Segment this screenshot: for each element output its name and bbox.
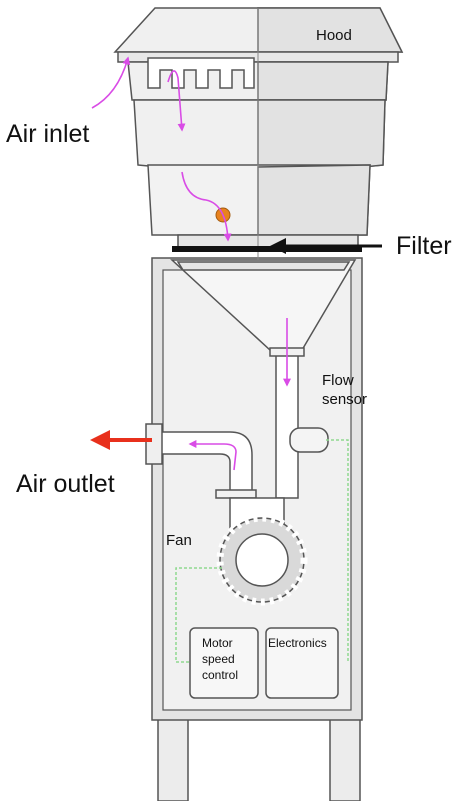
flow-sensor-label-line2: sensor	[322, 391, 368, 408]
motor-label-line3: control	[202, 668, 239, 682]
electronics-box	[265, 627, 339, 699]
flow-sensor-label-line1: Flow	[322, 372, 354, 389]
inlet-baffles	[147, 57, 255, 89]
left-leg	[157, 717, 189, 801]
fan-label: Fan	[166, 532, 192, 549]
filter-label: Filter	[396, 232, 452, 260]
body-airflow-arrow	[181, 171, 232, 242]
motor-speed-control-box	[189, 627, 259, 699]
filter-arrow	[270, 238, 382, 254]
right-leg	[329, 717, 361, 801]
motor-label-line2: speed	[202, 652, 235, 666]
electronics-label: Electronics	[268, 636, 327, 650]
hood-assembly	[113, 7, 404, 260]
pipe-airflow-arrow	[188, 440, 237, 471]
air-inlet-label: Air inlet	[6, 120, 90, 148]
filter-plate	[172, 246, 362, 252]
baffle-airflow-arrow	[167, 70, 186, 132]
hood-label: Hood	[316, 27, 352, 44]
motor-label-line1: Motor	[202, 636, 233, 650]
funnel	[170, 259, 357, 351]
flow-sensor	[289, 427, 329, 453]
stand-legs	[157, 717, 361, 801]
inlet-airflow-arrow	[91, 56, 131, 109]
fan	[216, 514, 308, 606]
outlet-arrow	[90, 430, 152, 450]
wiring	[175, 439, 349, 663]
air-outlet-label: Air outlet	[16, 470, 115, 498]
airflow-arrows	[91, 56, 291, 471]
